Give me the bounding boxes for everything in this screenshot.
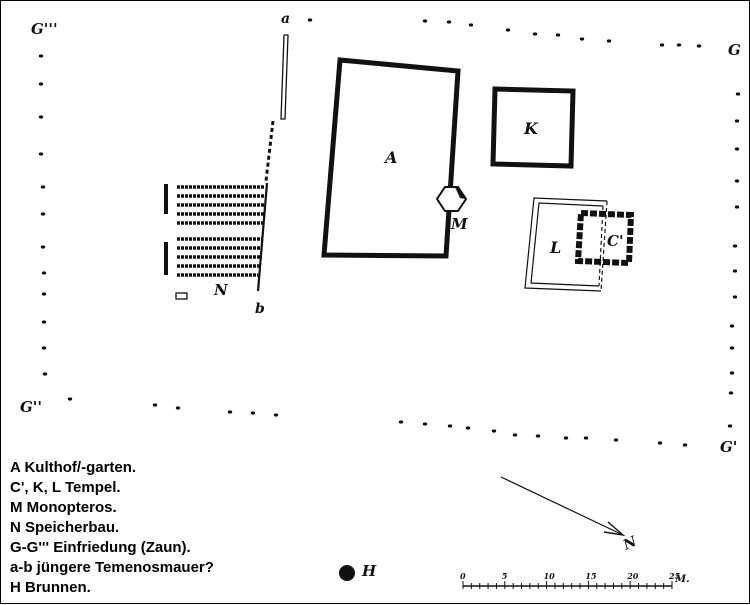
legend-item: G-G''' Einfriedung (Zaun). [10,539,191,556]
scale-tick-label: 15 [585,571,597,581]
fence-post-dot [447,424,453,428]
legend-item: N Speicherbau. [10,519,120,536]
fence-post-dot [676,43,682,47]
fence-post-dot [535,434,541,438]
label-g3: G''' [31,20,58,38]
legend-item: a-b jüngere Temenosmauer? [10,559,214,576]
fence-post-dot [563,436,569,440]
fence-dots [38,18,741,447]
fence-post-dot [613,438,619,442]
fence-post-dot [659,43,665,47]
fence-post-dot [491,429,497,433]
temple-k [490,86,576,169]
well-h [339,565,355,581]
fence-post-dot [735,92,741,96]
fence-post-dot [729,346,735,350]
label-g2: G'' [20,398,42,416]
fence-post-dot [273,413,279,417]
fence-post-dot [465,426,471,430]
fence-post-dot [41,292,47,296]
fence-post-dot [682,443,688,447]
label-M: M [450,215,468,233]
fence-post-dot [696,44,702,48]
fence-post-dot [734,179,740,183]
fence-post-dot [732,269,738,273]
legend-item: A Kulthof/-garten. [10,459,137,476]
label-H: H [361,562,377,580]
legend: A Kulthof/-garten. C', K, L Tempel. M Mono… [10,458,214,598]
fence-post-dot [40,212,46,216]
temple-c1 [574,209,635,267]
label-b: b [255,301,265,317]
fence-post-dot [38,115,44,119]
label-g: G [728,41,741,59]
fence-post-dot [152,403,158,407]
scale-tick-label: 0 [460,571,466,581]
fence-post-dot [657,441,663,445]
fence-post-dot [422,422,428,426]
fence-post-dot [512,433,518,437]
fence-post-dot [41,271,47,275]
legend-item: C', K, L Tempel. [10,479,121,496]
fence-post-dot [398,420,404,424]
scale-tick-label: 10 [544,571,556,581]
scale-bar [462,581,673,589]
fence-post-dot [734,119,740,123]
cult-court-a [321,57,461,259]
label-g1: G' [720,438,737,456]
fence-post-dot [734,205,740,209]
fence-post-dot [307,18,313,22]
north-arrow [500,476,626,537]
fence-post-dot [227,410,233,414]
fence-post-dot [583,436,589,440]
fence-post-dot [727,424,733,428]
legend-item: M Monopteros. [10,499,117,516]
fence-post-dot [41,346,47,350]
scale-tick-label: 20 [626,571,639,581]
scale-tick-label: 5 [502,571,508,581]
fence-post-dot [729,371,735,375]
fence-post-dot [38,152,44,156]
fence-post-dot [446,20,452,24]
label-L: L [549,238,561,257]
fence-post-dot [40,185,46,189]
label-K: K [523,119,539,138]
temenos-wall-ab [256,34,289,292]
fence-post-dot [505,28,511,32]
fence-post-dot [38,82,44,86]
fence-post-dot [175,406,181,410]
fence-post-dot [532,32,538,36]
fence-post-dot [468,23,474,27]
fence-post-dot [579,37,585,41]
label-a: a [281,11,290,27]
label-north: N [620,533,640,554]
fence-post-dot [555,33,561,37]
fence-post-dot [42,372,48,376]
fence-post-dot [67,397,73,401]
fence-post-dot [732,295,738,299]
label-C1: C' [607,232,624,250]
fence-post-dot [728,391,734,395]
fence-post-dot [41,320,47,324]
legend-item: H Brunnen. [10,579,91,596]
label-n: N [213,281,229,299]
fence-post-dot [734,147,740,151]
label-A: A [383,148,397,167]
scale-tick-labels: 0 5 10 15 20 25 [460,571,681,581]
fence-post-dot [422,19,428,23]
fence-post-dot [729,324,735,328]
fence-post-dot [250,411,256,415]
scale-tick-label: 25 [668,571,681,581]
fence-post-dot [38,54,44,58]
fence-post-dot [606,39,612,43]
monopteros-m [435,186,468,212]
fence-post-dot [40,245,46,249]
storage-building-n [164,184,265,300]
fence-post-dot [732,244,738,248]
temple-l [524,197,608,292]
scale-unit: M. [674,574,690,585]
